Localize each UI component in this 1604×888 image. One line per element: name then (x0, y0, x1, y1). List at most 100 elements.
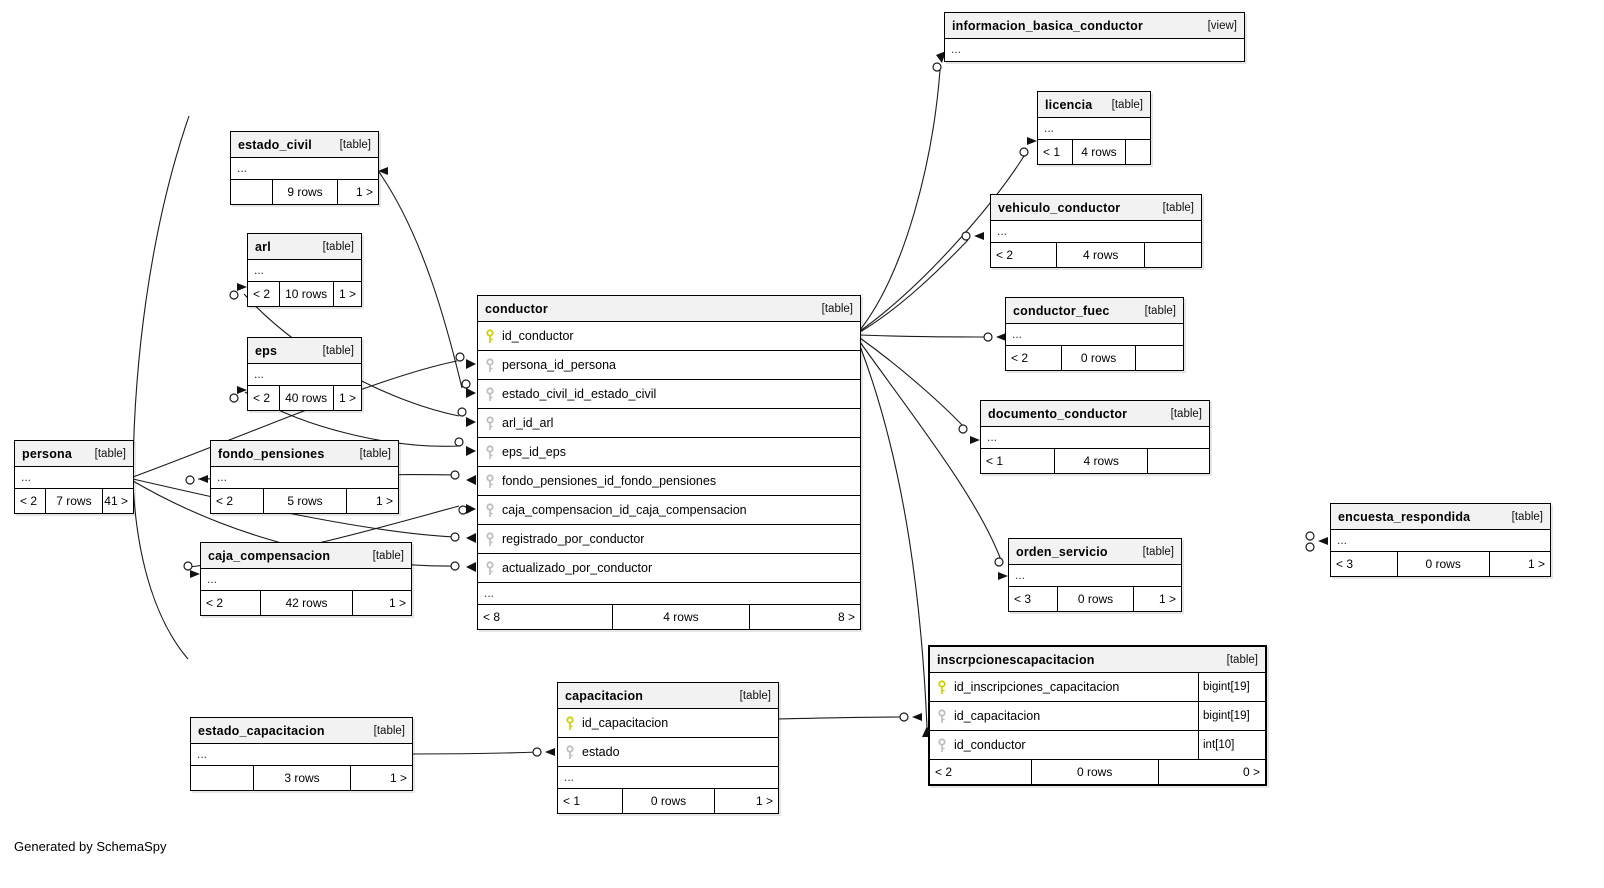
parents-count[interactable]: < 3 (1336, 557, 1354, 571)
children-count[interactable] (1125, 140, 1150, 164)
parents-count[interactable]: < 1 (986, 454, 1004, 468)
table-header[interactable]: inscrpcionescapacitacion[table] (930, 647, 1265, 673)
table-header[interactable]: fondo_pensiones[table] (211, 441, 398, 467)
children-count[interactable]: 1 > (1488, 552, 1550, 576)
table-header[interactable]: encuesta_respondida[table] (1331, 504, 1550, 530)
table-name[interactable]: estado_civil (238, 137, 312, 152)
table-name[interactable]: inscrpcionescapacitacion (937, 652, 1095, 667)
parents-count[interactable]: < 1 (563, 794, 581, 808)
parents-count[interactable]: < 2 (1011, 351, 1029, 365)
table-header[interactable]: documento_conductor[table] (981, 401, 1209, 427)
table-header[interactable]: orden_servicio[table] (1009, 539, 1181, 565)
table-name[interactable]: arl (255, 239, 271, 254)
table-type-tag: [table] (339, 138, 371, 151)
children-count[interactable]: 1 > (350, 766, 412, 790)
table-name[interactable]: persona (22, 446, 73, 461)
column-actualizado_por_conductor[interactable]: actualizado_por_conductor (478, 554, 860, 583)
table-header[interactable]: informacion_basica_conductor[view] (945, 13, 1244, 39)
column-caja_compensacion_id_caja_compensacion[interactable]: caja_compensacion_id_caja_compensacion (478, 496, 860, 525)
column-fondo_pensiones_id_fondo_pensiones[interactable]: fondo_pensiones_id_fondo_pensiones (478, 467, 860, 496)
column-estado_civil_id_estado_civil[interactable]: estado_civil_id_estado_civil (478, 380, 860, 409)
parents-count[interactable] (191, 766, 253, 790)
children-count[interactable]: 0 > (1157, 760, 1265, 784)
table-inscrpcionescapacitacion[interactable]: inscrpcionescapacitacion[table] id_inscr… (928, 645, 1267, 786)
children-count[interactable]: 1 > (1132, 587, 1181, 611)
column-estado[interactable]: estado (558, 738, 778, 767)
column-id_conductor[interactable]: id_conductor (478, 322, 860, 351)
table-header[interactable]: caja_compensacion[table] (201, 543, 411, 569)
children-count[interactable]: 1 > (336, 180, 378, 204)
table-name[interactable]: estado_capacitacion (198, 723, 325, 738)
children-count[interactable] (1144, 243, 1201, 267)
table-name[interactable]: capacitacion (565, 688, 644, 703)
table-name[interactable]: caja_compensacion (208, 548, 331, 563)
relationship-line (859, 334, 991, 338)
table-type-tag: [table] (739, 689, 771, 702)
table-name[interactable]: informacion_basica_conductor (952, 18, 1144, 33)
table-header[interactable]: estado_civil [table] (231, 132, 378, 158)
parents-count[interactable]: < 8 (483, 610, 501, 624)
parents-count[interactable]: < 2 (206, 596, 224, 610)
table-name[interactable]: conductor_fuec (1013, 303, 1110, 318)
children-count[interactable]: 1 > (332, 282, 361, 306)
table-name[interactable]: orden_servicio (1016, 544, 1108, 559)
table-capacitacion[interactable]: capacitacion [table] id_capacitacion esta… (557, 682, 779, 814)
children-count[interactable]: 8 > (749, 605, 860, 629)
parents-count[interactable]: < 1 (1043, 145, 1061, 159)
parents-count[interactable]: < 2 (20, 494, 38, 508)
column-registrado_por_conductor[interactable]: registrado_por_conductor (478, 525, 860, 554)
table-header[interactable]: eps[table] (248, 338, 361, 364)
column-arl_id_arl[interactable]: arl_id_arl (478, 409, 860, 438)
table-name[interactable]: vehiculo_conductor (998, 200, 1121, 215)
table-header[interactable]: persona[table] (15, 441, 133, 467)
table-conductor[interactable]: conductor[table] id_conductor persona_id… (477, 295, 861, 630)
table-header[interactable]: conductor_fuec[table] (1006, 298, 1183, 324)
table-header[interactable]: capacitacion [table] (558, 683, 778, 709)
children-count[interactable]: 1 > (352, 591, 411, 615)
parents-count[interactable]: < 3 (1014, 592, 1032, 606)
table-header[interactable]: conductor[table] (478, 296, 860, 322)
table-header[interactable]: licencia[table] (1038, 92, 1150, 118)
table-name[interactable]: encuesta_respondida (1338, 509, 1471, 524)
table-name[interactable]: conductor (485, 301, 548, 316)
table-name[interactable]: licencia (1045, 97, 1093, 112)
table-header[interactable]: arl[table] (248, 234, 361, 260)
parents-count[interactable]: < 2 (216, 494, 234, 508)
table-name[interactable]: fondo_pensiones (218, 446, 325, 461)
table-name[interactable]: eps (255, 343, 278, 358)
children-count[interactable]: 1 > (332, 386, 361, 410)
column-persona_id_persona[interactable]: persona_id_persona (478, 351, 860, 380)
parents-count[interactable]: < 2 (253, 391, 271, 405)
table-informacion_basica_conductor[interactable]: informacion_basica_conductor[view] ... (944, 12, 1245, 62)
children-count[interactable]: 1 > (345, 489, 398, 513)
parents-count[interactable]: < 2 (996, 248, 1014, 262)
parents-count[interactable]: < 2 (935, 765, 953, 779)
children-count[interactable] (1147, 449, 1209, 473)
table-header[interactable]: vehiculo_conductor[table] (991, 195, 1201, 221)
children-count[interactable] (1135, 346, 1183, 370)
parents-count[interactable] (231, 180, 272, 204)
table-name[interactable]: documento_conductor (988, 406, 1128, 421)
parents-count[interactable]: < 2 (253, 287, 271, 301)
table-header[interactable]: estado_capacitacion[table] (191, 718, 412, 744)
column-eps_id_eps[interactable]: eps_id_eps (478, 438, 860, 467)
column-id_capacitacion[interactable]: id_capacitacion (558, 709, 778, 738)
children-count[interactable]: 1 > (714, 789, 778, 813)
children-count[interactable]: 41 > (102, 489, 133, 513)
